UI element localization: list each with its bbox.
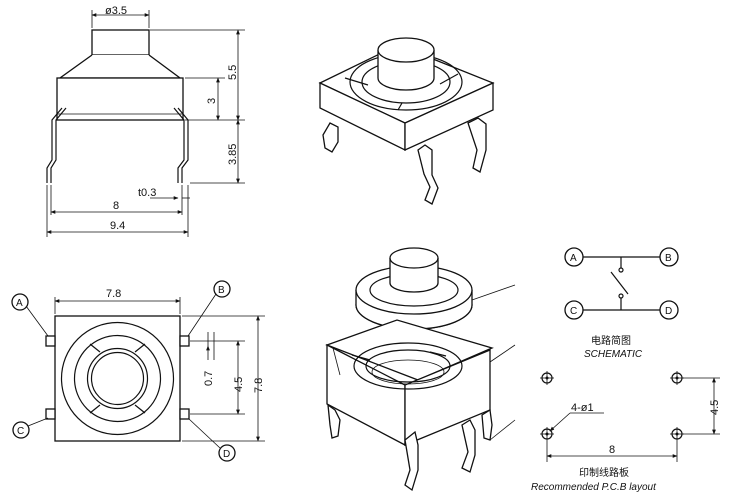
pin-a-tab [45,335,56,347]
dim-pin-pitch: 4.5 [233,377,245,392]
dim-holes: 4-ø1 [571,402,594,414]
plan-body [54,315,181,442]
pin-label-a-text: A [16,298,23,309]
switch-body [56,77,184,121]
left-leg [46,107,63,183]
pin-d-tab [179,408,190,420]
schematic-label-b: B [665,253,672,264]
actuator-cap [91,29,150,56]
dim-vertical: 4.5 [709,400,721,415]
isometric-exploded [325,247,516,492]
dim-inner-width: 8 [113,200,119,212]
dim-height: 7.8 [253,378,265,393]
dim-width: 7.8 [106,288,121,300]
schematic-label-a: A [570,253,577,264]
plan-view: 7.8 7.8 4.5 0.7 A B C D [11,280,265,462]
dim-pin-gap: 0.7 [203,371,215,386]
side-view: ø3.5 5.5 3 3.85 t0.3 8 9.4 [46,5,245,237]
pin-label-c [12,421,30,439]
dim-height-body: 3 [206,98,218,104]
actuator-cone [57,54,182,79]
pin-label-a [11,293,29,311]
dim-pin-thickness: t0.3 [138,187,156,199]
pcb-layout: 4-ø1 4.5 8 印制线路板 Recommended P.C.B layou… [531,371,721,493]
dim-pin-length: 3.85 [227,144,239,165]
pin-label-b-text: B [218,285,225,296]
dim-horizontal: 8 [609,444,615,456]
pin-label-c-text: C [17,426,24,437]
schematic-caption-en: SCHEMATIC [584,349,643,360]
dim-diameter: ø3.5 [105,5,127,17]
pcb-caption-cn: 印制线路板 [579,466,629,479]
schematic-label-c: C [570,306,577,317]
dim-height-total: 5.5 [227,65,239,80]
schematic-caption-cn: 电路简图 [591,334,631,347]
pin-c-tab [45,408,56,420]
switch-contact [610,271,629,295]
schematic: A B C D 电路简图 SCHEMATIC [564,247,679,360]
dim-outer-width: 9.4 [110,220,125,232]
isometric-assembled [318,37,495,205]
schematic-label-d: D [665,306,672,317]
pin-label-d [218,444,236,462]
right-leg [177,107,189,183]
pin-label-b [213,280,231,298]
pcb-caption-en: Recommended P.C.B layout [531,482,657,493]
pin-label-d-text: D [223,449,230,460]
pin-b-tab [179,335,190,347]
